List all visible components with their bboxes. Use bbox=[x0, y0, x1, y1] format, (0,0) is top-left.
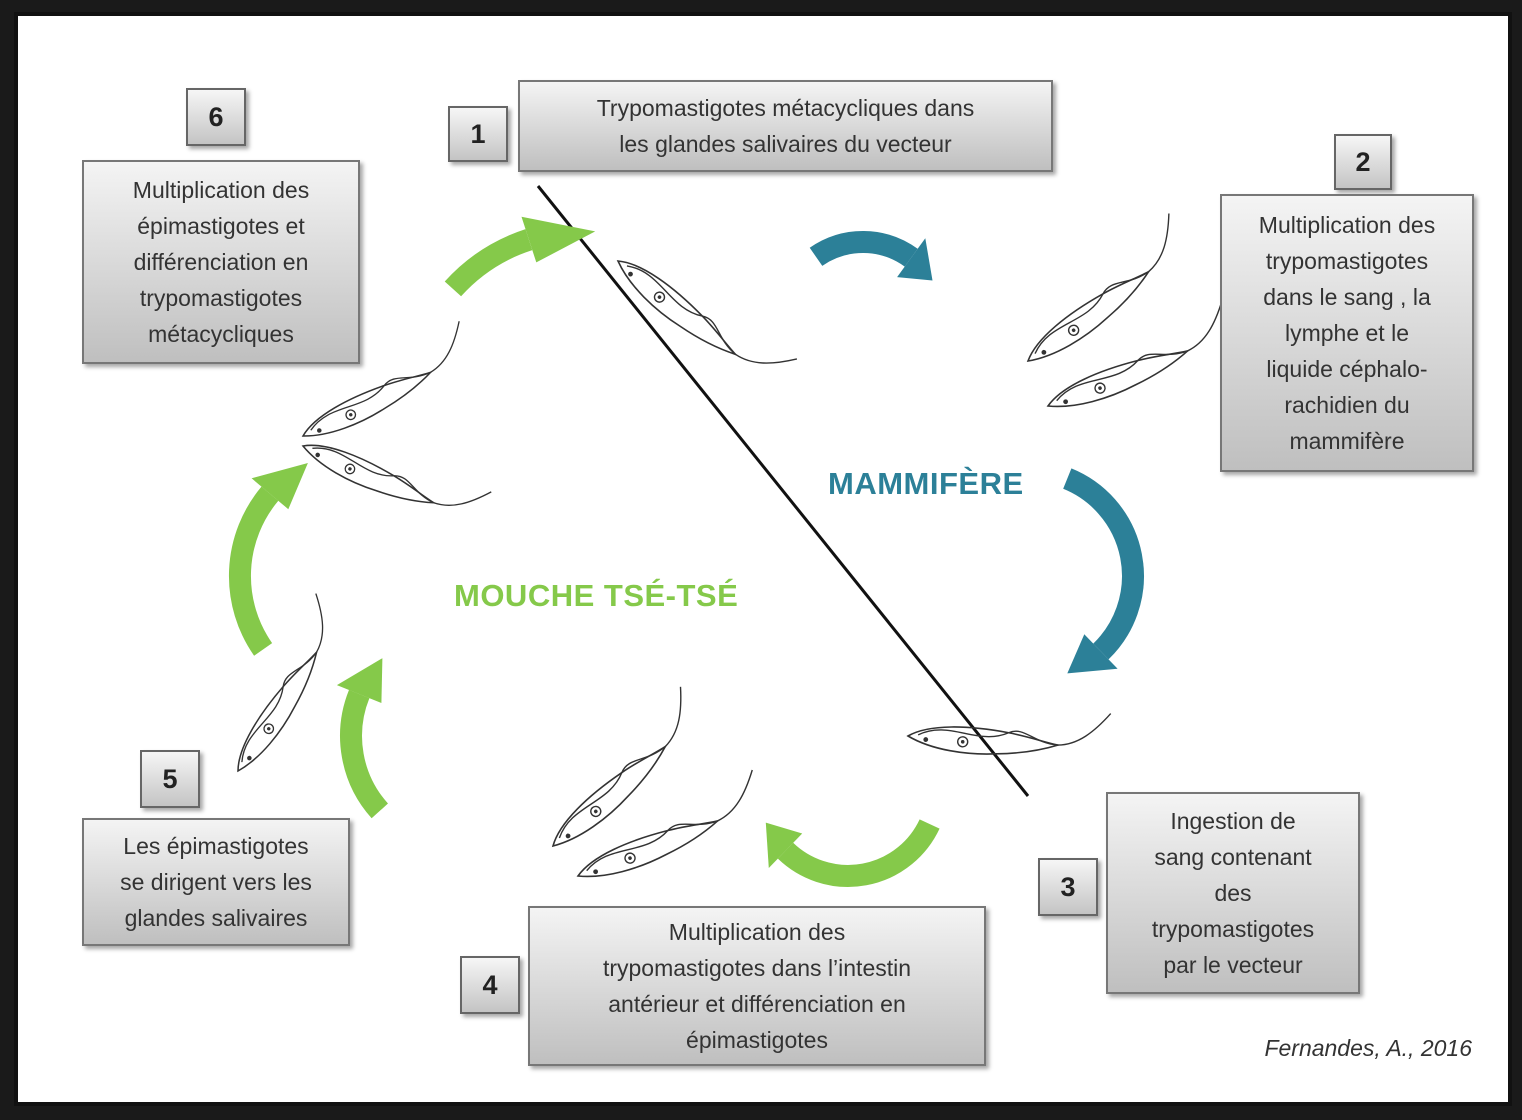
parasite-stage-6a bbox=[301, 321, 460, 437]
parasite-stage-4b bbox=[576, 769, 753, 878]
arrow-3-to-4-body bbox=[777, 819, 940, 887]
parasite-stage-2a bbox=[1026, 213, 1170, 363]
parasite-stage-1 bbox=[616, 260, 798, 364]
parasite-stage-4a bbox=[551, 686, 682, 848]
step-3-box: Ingestion de sang contenant des trypomas… bbox=[1106, 792, 1360, 994]
life-cycle-figure: 1 Trypomastigotes métacycliques dans les… bbox=[14, 12, 1512, 1106]
parasite-stage-6b bbox=[301, 444, 492, 506]
parasite-drawings bbox=[237, 213, 1223, 878]
arrow-2-to-3-head bbox=[1067, 634, 1118, 674]
arrow-1-to-2-head bbox=[897, 238, 933, 281]
step-6-box: Multiplication des épimastigotes et diff… bbox=[82, 160, 360, 364]
step-5-box: Les épimastigotes se dirigent vers les g… bbox=[82, 818, 350, 946]
parasite-stage-5 bbox=[237, 593, 324, 773]
arrow-1-to-2-body bbox=[809, 231, 918, 267]
step-2-number: 2 bbox=[1334, 134, 1392, 190]
step-4-number: 4 bbox=[460, 956, 520, 1014]
step-1-number: 1 bbox=[448, 106, 508, 162]
arrow-2-to-3-body bbox=[1062, 468, 1144, 660]
arrow-6-to-1-head bbox=[521, 216, 596, 263]
arrow-3-to-4-head bbox=[765, 822, 803, 868]
arrow-5-to-6-head bbox=[251, 463, 308, 510]
step-5-number: 5 bbox=[140, 750, 200, 808]
step-3-number: 3 bbox=[1038, 858, 1098, 916]
step-1-box: Trypomastigotes métacycliques dans les g… bbox=[518, 80, 1053, 172]
step-4-box: Multiplication des trypomastigotes dans … bbox=[528, 906, 986, 1066]
arrow-6-to-1-body bbox=[444, 229, 533, 297]
credit-text: Fernandes, A., 2016 bbox=[1264, 1035, 1472, 1061]
divider-line bbox=[536, 185, 1030, 797]
step-2-box: Multiplication des trypomastigotes dans … bbox=[1220, 194, 1474, 472]
parasite-stage-3 bbox=[906, 713, 1112, 755]
region-label-fly: MOUCHE TSÉ-TSÉ bbox=[454, 578, 739, 613]
region-label-mammal: MAMMIFÈRE bbox=[828, 466, 1024, 501]
arrow-4-to-5-body bbox=[340, 689, 389, 819]
step-6-number: 6 bbox=[186, 88, 246, 146]
diagram-canvas bbox=[229, 185, 1223, 887]
arrow-4-to-5-head bbox=[336, 658, 383, 703]
cycle-arrows bbox=[229, 216, 1144, 887]
arrow-5-to-6-body bbox=[229, 486, 279, 656]
